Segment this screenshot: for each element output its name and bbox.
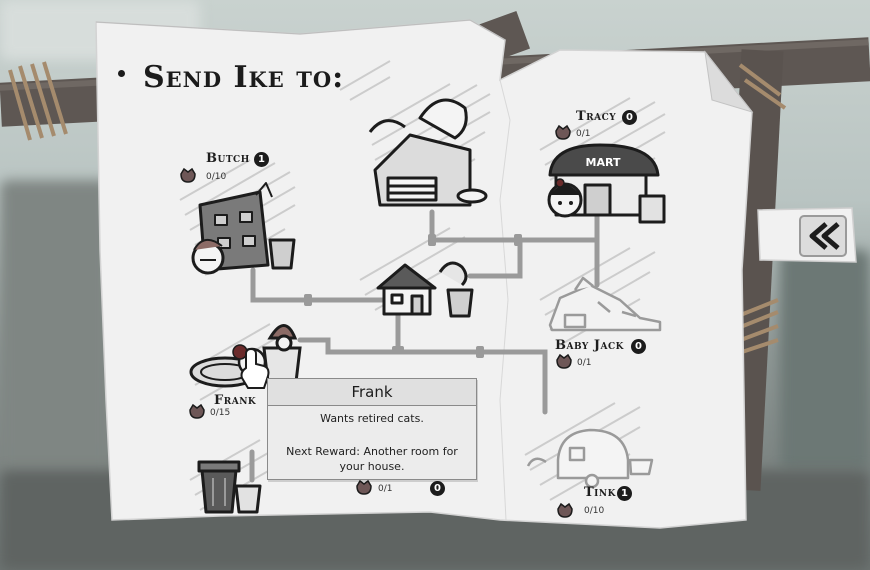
location-label-butch[interactable]: Butch bbox=[206, 151, 250, 166]
cat-icon-tracy bbox=[555, 124, 571, 140]
ike-house-icon[interactable] bbox=[376, 261, 474, 318]
tracy-store-icon[interactable]: MART bbox=[548, 143, 666, 224]
location-label-tink[interactable]: Tink bbox=[584, 485, 616, 500]
badge-tink: 1 bbox=[617, 486, 632, 501]
background-building-right bbox=[780, 250, 870, 470]
badge-tracy: 0 bbox=[622, 110, 637, 125]
title-bullet-icon bbox=[118, 69, 125, 77]
cat-icon-bottom bbox=[356, 479, 372, 495]
page-title: Send Ike to: bbox=[118, 60, 345, 95]
badge-bottom: 0 bbox=[430, 481, 445, 496]
double-chevron-left-icon[interactable] bbox=[809, 222, 840, 250]
count-bottom: 0/1 bbox=[378, 484, 393, 494]
back-panel[interactable] bbox=[757, 207, 857, 263]
tooltip-reward: Next Reward: Another room for your house… bbox=[286, 445, 458, 473]
tracy-cat-avatar bbox=[547, 178, 583, 218]
cat-icon-baby-jack bbox=[556, 353, 572, 369]
store-sign: MART bbox=[586, 156, 621, 169]
count-tink: 0/10 bbox=[584, 506, 605, 516]
count-baby-jack: 0/1 bbox=[577, 358, 592, 368]
top-house-icon bbox=[368, 98, 488, 207]
tooltip-description: Wants retired cats. bbox=[320, 412, 424, 425]
location-label-frank[interactable]: Frank bbox=[214, 393, 257, 408]
butch-cat-avatar bbox=[191, 239, 225, 275]
badge-baby-jack: 0 bbox=[631, 339, 646, 354]
location-label-tracy[interactable]: Tracy bbox=[576, 109, 617, 124]
title-text: Send Ike to: bbox=[143, 60, 345, 95]
trash-can-icon[interactable] bbox=[197, 460, 262, 514]
count-frank: 0/15 bbox=[210, 408, 231, 418]
tink-trailer-icon[interactable] bbox=[526, 428, 654, 489]
count-butch: 0/10 bbox=[206, 172, 227, 182]
path-joints bbox=[304, 234, 522, 358]
count-tracy: 0/1 bbox=[576, 129, 591, 139]
badge-butch: 1 bbox=[254, 152, 269, 167]
cat-icon-tink bbox=[557, 502, 573, 518]
location-tooltip: Frank Wants retired cats. Next Reward: A… bbox=[267, 378, 477, 480]
baby-jack-junk-icon[interactable] bbox=[548, 276, 662, 332]
location-label-baby-jack[interactable]: Baby Jack bbox=[555, 338, 624, 353]
background-building-left bbox=[0, 180, 110, 480]
hand-cursor-icon bbox=[240, 347, 270, 389]
cat-icon-frank bbox=[189, 403, 205, 419]
cat-icon-butch bbox=[180, 167, 196, 183]
rope-bindings bbox=[8, 61, 787, 358]
cat-count-icons bbox=[180, 124, 573, 518]
tooltip-title: Frank bbox=[268, 379, 476, 406]
